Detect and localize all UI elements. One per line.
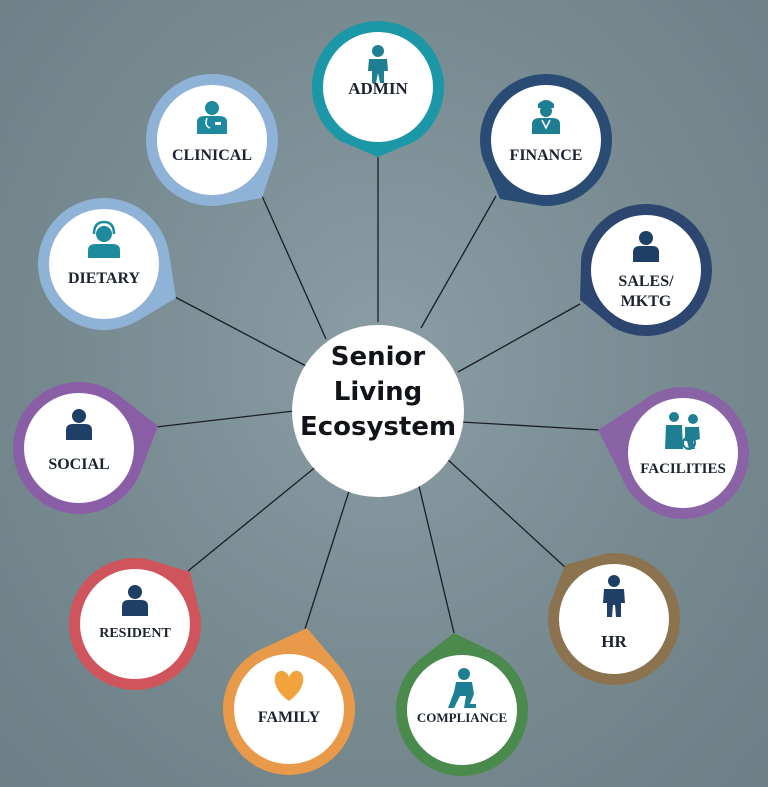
node-label-family: FAMILY bbox=[258, 709, 321, 726]
heart-icon bbox=[274, 670, 304, 701]
node-disc-facilities bbox=[628, 398, 738, 508]
node-disc-dietary bbox=[49, 209, 159, 319]
node-layer: ADMIN FINANCE SALES/MKTG FACILITIES HR COMPLI… bbox=[12, 20, 749, 776]
node-label-facilities: FACILITIES bbox=[640, 461, 726, 477]
connector-compliance bbox=[417, 481, 455, 634]
node-label-resident: RESIDENT bbox=[99, 626, 171, 641]
node-label-hr: HR bbox=[601, 632, 627, 651]
node-disc-clinical bbox=[157, 85, 267, 195]
node-disc-sales bbox=[591, 215, 701, 325]
node-disc-family bbox=[234, 654, 344, 764]
node-admin[interactable]: ADMIN bbox=[312, 20, 445, 157]
node-disc-social bbox=[24, 393, 134, 503]
connector-social bbox=[155, 410, 295, 428]
node-disc-compliance bbox=[407, 655, 517, 765]
node-label-sales-1: SALES/ bbox=[618, 273, 674, 290]
connector-family bbox=[304, 487, 351, 630]
connector-resident bbox=[187, 464, 319, 572]
center-hub: Senior Living Ecosystem bbox=[292, 325, 464, 497]
person-icon bbox=[66, 409, 92, 440]
center-line-2: Living bbox=[334, 377, 422, 407]
node-finance[interactable]: FINANCE bbox=[480, 74, 612, 206]
person-walking-icon bbox=[368, 45, 388, 83]
center-line-3: Ecosystem bbox=[300, 412, 456, 442]
node-dietary[interactable]: DIETARY bbox=[37, 197, 176, 331]
headset-person-icon bbox=[88, 220, 120, 258]
center-line-1: Senior bbox=[331, 342, 426, 372]
connector-facilities bbox=[460, 421, 601, 431]
connector-dietary bbox=[174, 296, 307, 367]
node-disc-admin bbox=[323, 32, 433, 142]
node-label-compliance: COMPLIANCE bbox=[417, 710, 507, 725]
node-clinical[interactable]: CLINICAL bbox=[146, 74, 278, 207]
node-label-dietary: DIETARY bbox=[68, 270, 140, 287]
connector-clinical bbox=[261, 195, 327, 340]
node-label-admin: ADMIN bbox=[348, 79, 408, 98]
node-facilities[interactable]: FACILITIES bbox=[598, 386, 749, 519]
nurse-icon bbox=[197, 101, 227, 134]
person-icon bbox=[122, 585, 148, 616]
connector-lines bbox=[155, 157, 601, 634]
person-kneeling-icon bbox=[448, 668, 476, 708]
node-compliance[interactable]: COMPLIANCE bbox=[396, 633, 528, 776]
caregiver-icon bbox=[665, 412, 700, 450]
center-circle bbox=[292, 325, 464, 497]
node-sales[interactable]: SALES/MKTG bbox=[580, 204, 712, 336]
node-label-social: SOCIAL bbox=[48, 456, 109, 473]
node-label-clinical: CLINICAL bbox=[172, 147, 252, 164]
connector-finance bbox=[420, 195, 497, 329]
node-social[interactable]: SOCIAL bbox=[12, 382, 159, 514]
connector-sales bbox=[457, 303, 581, 373]
person-icon bbox=[633, 231, 659, 262]
node-label-finance: FINANCE bbox=[510, 147, 583, 164]
node-disc-resident bbox=[80, 569, 190, 679]
node-disc-finance bbox=[491, 85, 601, 195]
node-resident[interactable]: RESIDENT bbox=[69, 558, 202, 691]
node-hr[interactable]: HR bbox=[548, 553, 681, 685]
surgeon-icon bbox=[532, 100, 560, 134]
person-standing-icon bbox=[603, 575, 625, 617]
connector-hr bbox=[445, 457, 567, 569]
node-label-sales-2: MKTG bbox=[621, 293, 672, 310]
node-family[interactable]: FAMILY bbox=[223, 628, 356, 776]
node-disc-hr bbox=[559, 564, 669, 674]
